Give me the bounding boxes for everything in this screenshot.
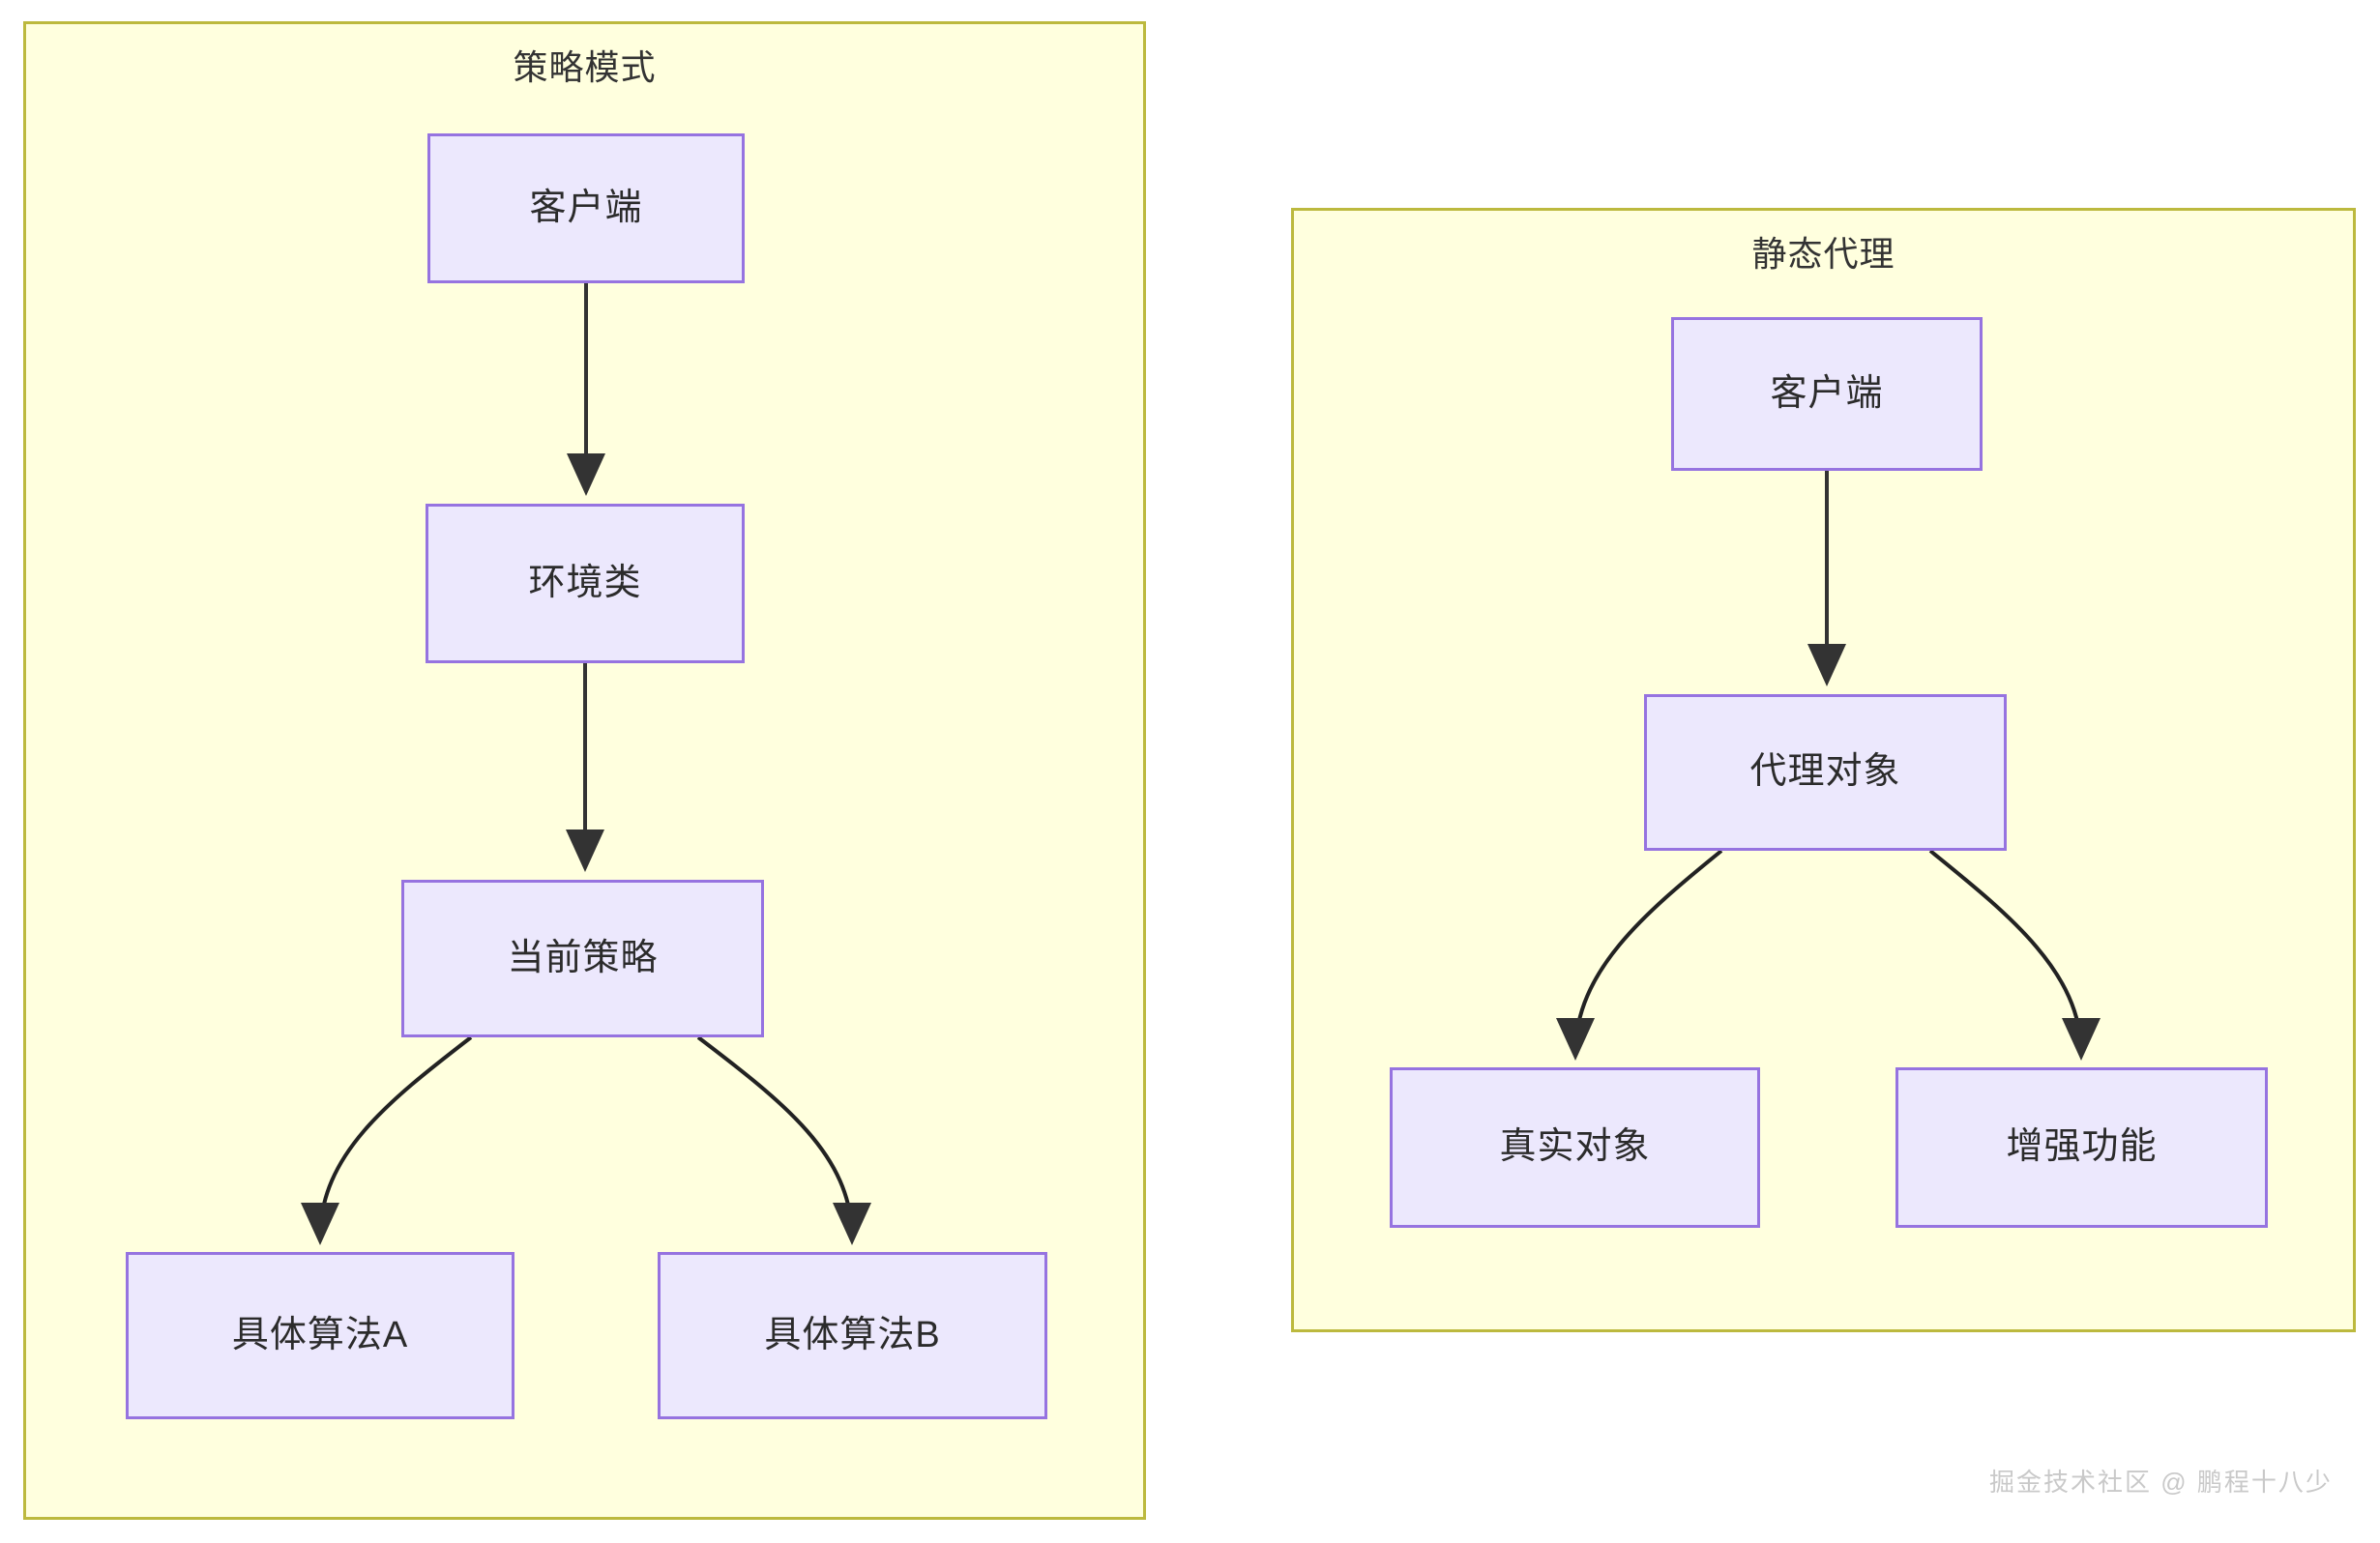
node-strategy-current[interactable]: 当前策略 bbox=[401, 880, 764, 1037]
node-label: 具体算法A bbox=[231, 1314, 409, 1355]
node-label: 客户端 bbox=[529, 187, 643, 228]
node-proxy-object[interactable]: 代理对象 bbox=[1644, 694, 2007, 851]
node-label: 环境类 bbox=[528, 562, 642, 603]
node-label: 当前策略 bbox=[507, 937, 659, 978]
node-label: 客户端 bbox=[1770, 372, 1884, 414]
node-label: 增强功能 bbox=[2006, 1126, 2158, 1168]
cluster-title-static-proxy: 静态代理 bbox=[1751, 234, 1895, 274]
node-label: 真实对象 bbox=[1499, 1126, 1651, 1168]
node-proxy-client[interactable]: 客户端 bbox=[1671, 317, 1983, 471]
node-strategy-algo-a[interactable]: 具体算法A bbox=[126, 1252, 514, 1419]
watermark: 掘金技术社区 @ 鹏程十八少 bbox=[1989, 1468, 2333, 1497]
node-label: 代理对象 bbox=[1749, 751, 1901, 793]
node-proxy-real-object[interactable]: 真实对象 bbox=[1390, 1067, 1760, 1228]
node-label: 具体算法B bbox=[764, 1314, 941, 1355]
node-strategy-algo-b[interactable]: 具体算法B bbox=[658, 1252, 1047, 1419]
node-strategy-context[interactable]: 环境类 bbox=[426, 504, 745, 663]
cluster-title-strategy-pattern: 策略模式 bbox=[513, 47, 657, 87]
node-proxy-enhancement[interactable]: 增强功能 bbox=[1895, 1067, 2268, 1228]
node-strategy-client[interactable]: 客户端 bbox=[427, 133, 745, 283]
